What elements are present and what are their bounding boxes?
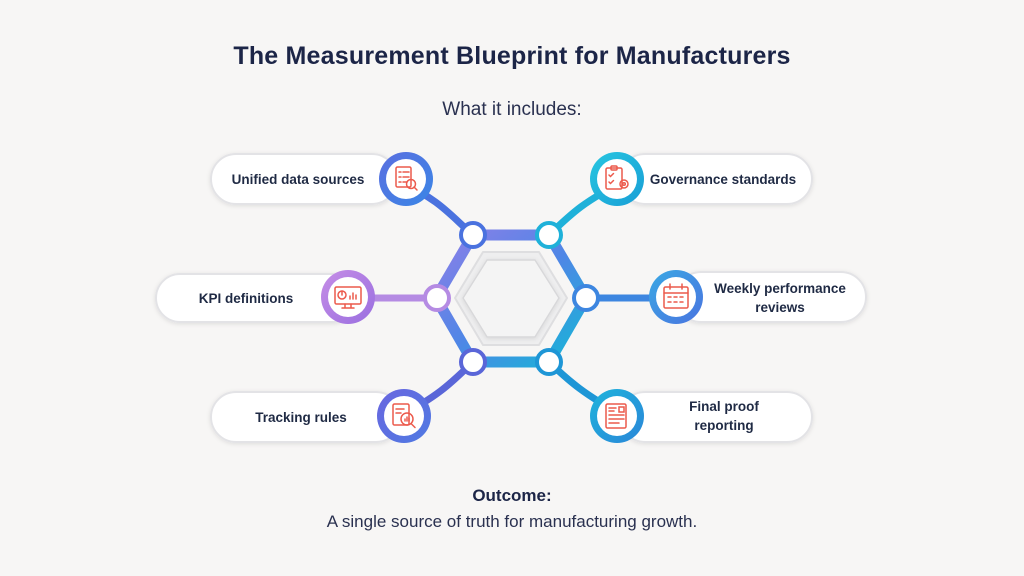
item-label-governance-standards: Governance standards: [649, 171, 797, 187]
clipboard-gear-icon: [605, 165, 629, 190]
page-subtitle: What it includes:: [442, 99, 582, 120]
junction-node-governance: [535, 221, 563, 249]
document-magnifier-icon: [392, 403, 416, 429]
badge-weekly-performance-reviews: [649, 270, 703, 324]
item-label-final-proof-reporting: Final proof reporting: [689, 399, 759, 433]
item-label-tracking-rules: Tracking rules: [255, 409, 347, 425]
report-document-icon: [605, 403, 627, 429]
page-title: The Measurement Blueprint for Manufactur…: [233, 42, 791, 70]
item-label-weekly-performance-reviews: Weekly performance reviews: [714, 281, 846, 315]
junction-node-kpi: [423, 284, 451, 312]
badge-final-proof-reporting: [590, 389, 644, 443]
item-label-unified-data-sources: Unified data sources: [231, 171, 365, 187]
badge-unified-data-sources: [379, 152, 433, 206]
outcome-text: A single source of truth for manufacturi…: [326, 512, 698, 531]
junction-node-final: [535, 348, 563, 376]
badge-kpi-definitions: [321, 270, 375, 324]
checklist-search-icon: [395, 166, 418, 191]
badge-governance-standards: [590, 152, 644, 206]
badge-tracking-rules: [377, 389, 431, 443]
outcome-heading: Outcome:: [472, 486, 552, 505]
calendar-grid-icon: [663, 283, 689, 309]
junction-node-unified: [459, 221, 487, 249]
junction-nodes: [423, 221, 600, 376]
monitor-dashboard-icon: [334, 286, 362, 309]
junction-node-weekly: [572, 284, 600, 312]
central-hexagon: [430, 229, 592, 368]
junction-node-tracking: [459, 348, 487, 376]
item-label-kpi-definitions: KPI definitions: [198, 290, 294, 306]
